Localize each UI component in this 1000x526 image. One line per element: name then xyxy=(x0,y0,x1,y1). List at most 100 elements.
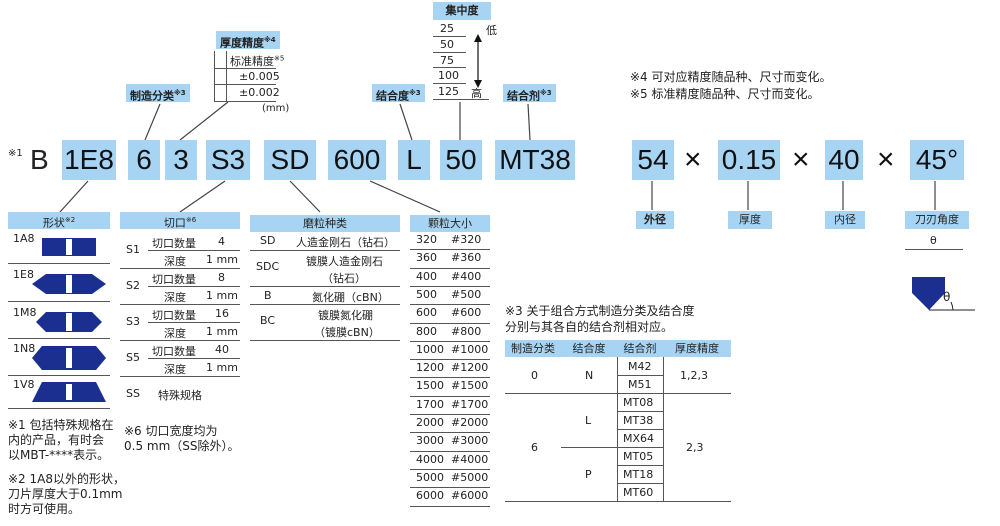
grit-row-line xyxy=(410,505,490,507)
conc-125: 125 xyxy=(438,85,459,98)
shape-1e8: 1E8 xyxy=(13,268,34,281)
note-1: ※1 包括特殊规格在内的产品，有时会以MBT-****表示。 xyxy=(8,418,114,462)
grit-mesh: #6000 xyxy=(451,489,489,503)
combo-agent-m51: M51 xyxy=(628,378,652,391)
combo-agent-mt38: MT38 xyxy=(623,414,654,427)
slot-code-s3: S3 xyxy=(126,315,140,328)
grit-row-line xyxy=(410,267,490,269)
grit-size: 320 xyxy=(416,233,437,246)
precision-value-2: ±0.002 xyxy=(239,86,280,99)
note-4: ※4 可对应精度随品种、尺寸而变化。 xyxy=(630,70,832,84)
grit-row-line xyxy=(410,249,490,251)
grit-row-line xyxy=(410,340,490,342)
grit-row-line xyxy=(410,432,490,434)
code-slot: S3 xyxy=(206,140,250,180)
conc-low: 低 xyxy=(486,24,497,37)
slot-count-value: 16 xyxy=(215,307,229,320)
abrasive-code-b: B xyxy=(264,289,272,302)
code-shape: 1E8 xyxy=(62,140,116,180)
combo-header-agent: 结合剂 xyxy=(617,340,663,357)
grit-size: 3000 xyxy=(416,434,444,448)
slot-code-ss: SS xyxy=(126,387,140,400)
code-manufacture: 6 xyxy=(128,140,160,180)
grit-mesh: #4000 xyxy=(451,452,489,466)
grit-size: 6000 xyxy=(416,489,444,503)
slot-count-label: 切口数量 xyxy=(152,309,196,322)
grit-size: 5000 xyxy=(416,470,444,484)
slot-count-value: 8 xyxy=(218,271,225,284)
combo-bond-p: P xyxy=(585,468,592,481)
grit-size: 1500 xyxy=(416,379,444,393)
slot-count-label: 切口数量 xyxy=(152,273,196,286)
combo-mfg-0: 0 xyxy=(531,369,538,382)
slot-count-label: 切口数量 xyxy=(152,345,196,358)
combo-agent-mt08: MT08 xyxy=(623,396,654,409)
combo-mfg-6: 6 xyxy=(531,441,538,454)
grit-row-line xyxy=(410,395,490,397)
grit-row-line xyxy=(410,377,490,379)
grit-size: 800 xyxy=(416,324,437,338)
label-concentration: 集中度 xyxy=(433,2,491,20)
grit-size: 600 xyxy=(416,306,437,320)
slot-count-label: 切口数量 xyxy=(152,237,196,250)
label-inner-dia: 内径 xyxy=(825,211,865,229)
combo-note-2: 分别与其各自的结合剂相对应。 xyxy=(505,320,674,334)
shape-1n8: 1N8 xyxy=(13,342,36,355)
grit-row-line xyxy=(410,285,490,287)
grit-size: 360 xyxy=(416,251,437,265)
times-sign-2: × xyxy=(792,143,810,176)
shape-1v8: 1V8 xyxy=(13,378,35,391)
slot-count-value: 4 xyxy=(218,235,225,248)
code-precision: 3 xyxy=(165,140,197,180)
abrasive-desc-sdc: 镀膜人造金刚石 xyxy=(306,255,383,268)
grit-mesh: #600 xyxy=(451,306,482,320)
grit-row-line xyxy=(410,487,490,489)
grit-size: 1200 xyxy=(416,361,444,375)
code-bond-degree: L xyxy=(398,140,430,180)
shape-1m8: 1M8 xyxy=(13,306,37,319)
conc-100: 100 xyxy=(438,69,459,82)
grit-mesh: #400 xyxy=(451,269,482,283)
grit-mesh: #320 xyxy=(451,233,482,246)
grit-size: 2000 xyxy=(416,416,444,429)
combo-precision-1: 1,2,3 xyxy=(680,369,708,382)
abrasive-code-sdc: SDC xyxy=(256,260,280,273)
abrasive-desc-bc: 镀膜氮化硼 xyxy=(318,309,373,322)
grit-mesh: #800 xyxy=(451,324,482,338)
slot-depth-label: 深度 xyxy=(164,291,186,304)
slot-table-header: 切口※6 xyxy=(120,212,240,230)
slot-depth-value: 1 mm xyxy=(206,361,238,374)
label-bond-agent: 结合剂※3 xyxy=(503,84,556,103)
slot-code-s1: S1 xyxy=(126,243,140,256)
grit-row-line xyxy=(410,468,490,470)
grit-size: 400 xyxy=(416,269,437,283)
combo-header-mfg: 制造分类 xyxy=(505,340,561,357)
grit-size: 1000 xyxy=(416,342,444,356)
grit-mesh: #1200 xyxy=(451,361,489,375)
abrasive-table-header: 磨粒种类 xyxy=(250,215,400,232)
combo-agent-m42: M42 xyxy=(628,360,652,373)
standard-precision: 标准精度※5 xyxy=(230,54,285,68)
grit-size: 4000 xyxy=(416,452,444,466)
dim-angle: 45° xyxy=(910,140,964,180)
grit-row-line xyxy=(410,359,490,361)
abrasive-desc-bc-2: （镀膜cBN） xyxy=(314,326,380,339)
blade-angle-drawing xyxy=(912,277,975,311)
grit-mesh: #1500 xyxy=(451,379,489,393)
conc-25: 25 xyxy=(440,22,454,35)
slot-depth-value: 1 mm xyxy=(206,253,238,266)
grit-row-line xyxy=(410,304,490,306)
shape-icons xyxy=(32,238,106,402)
abrasive-desc-sdc-2: （钻石） xyxy=(322,272,366,285)
combo-header-precision: 厚度精度 xyxy=(663,340,731,357)
slot-code-s5: S5 xyxy=(126,351,140,364)
theta-value: θ xyxy=(930,234,937,247)
combo-bond-n: N xyxy=(585,369,594,382)
slot-depth-label: 深度 xyxy=(164,363,186,376)
grit-row-line xyxy=(410,450,490,452)
combo-agent-mt60: MT60 xyxy=(623,486,654,499)
label-thickness-precision: 厚度精度※4 xyxy=(216,31,280,50)
code-bond-agent: MT38 xyxy=(495,140,575,180)
combo-agent-mx64: MX64 xyxy=(623,432,655,445)
